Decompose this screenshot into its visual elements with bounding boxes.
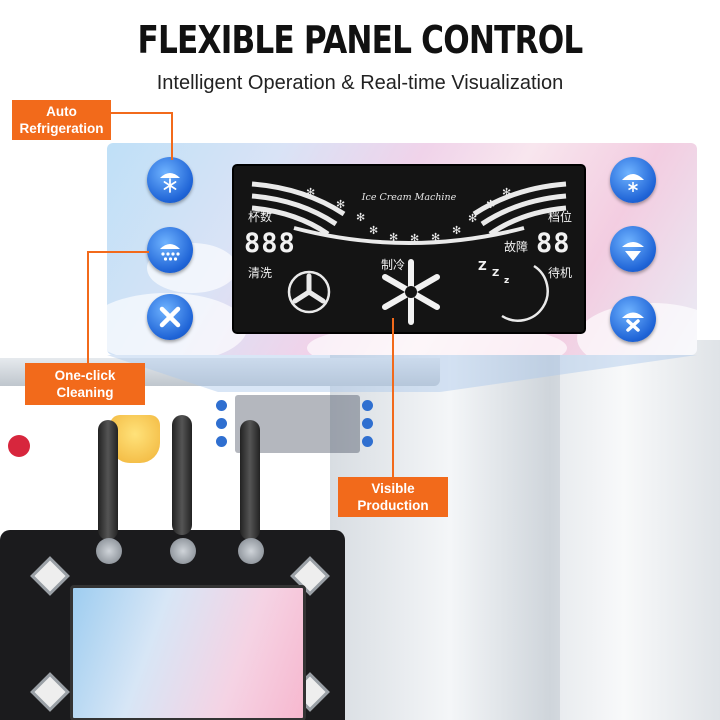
moon-icon [501,264,549,322]
svg-text:✻: ✻ [356,211,365,224]
leader-line [87,251,89,363]
page-subtitle: Intelligent Operation & Real-time Visual… [156,72,564,94]
svg-text:✻: ✻ [486,198,495,211]
wall-panel [560,340,720,720]
frost-flake-icon [622,242,644,261]
svg-text:✻: ✻ [389,231,398,244]
cups-readout: 888 [244,228,296,259]
cooling-label: 制冷 [381,258,406,272]
frost-icon [160,244,180,261]
leader-line [111,112,172,114]
cloud-cross-icon [622,312,644,332]
mini-button [216,400,227,411]
right-top-button[interactable] [610,157,656,203]
dispenser-nozzle [238,538,264,564]
callout-one-click-cleaning: One-click Cleaning [25,363,145,405]
strawberry-decoration [8,435,30,457]
cups-label: 杯数 [248,210,273,224]
leader-line [171,112,173,160]
dispenser-handle-middle[interactable] [172,415,192,535]
mini-button [362,400,373,411]
fan-icon [287,270,331,314]
page-title: FLEXIBLE PANEL CONTROL [137,18,584,62]
svg-text:✻: ✻ [410,232,419,245]
machine-name-label: Ice Cream Machine [361,192,457,203]
sleep-z-small: z [504,276,510,286]
cross-clean-icon [159,306,181,328]
svg-text:✻: ✻ [336,198,345,211]
right-bottom-button[interactable] [610,296,656,342]
snowflake-icon [160,173,180,193]
one-click-cleaning-button[interactable] [147,294,193,340]
mini-button [216,436,227,447]
right-middle-button[interactable] [610,226,656,272]
machine-scene [0,340,720,720]
snow-cloud-icon [622,174,644,192]
svg-text:✻: ✻ [502,186,511,199]
gear-label: 档位 [548,210,573,224]
svg-text:✻: ✻ [369,224,378,237]
mini-button [216,418,227,429]
sleep-z-medium: Z [492,268,500,279]
frost-button[interactable] [147,227,193,273]
svg-text:✻: ✻ [468,212,477,225]
svg-text:✻: ✻ [306,186,315,199]
callout-visible-production: Visible Production [338,477,448,517]
display-arc-graphics: ✻ ✻ ✻ ✻ ✻ ✻ ✻ ✻ ✻ ✻ ✻ [251,181,567,325]
leader-line [87,251,149,253]
clean-label: 清洗 [248,266,273,280]
leader-line [392,318,394,477]
production-window [70,585,306,720]
svg-text:✻: ✻ [431,231,440,244]
lcd-display: ✻ ✻ ✻ ✻ ✻ ✻ ✻ ✻ ✻ ✻ ✻ [234,166,584,332]
mini-button [362,418,373,429]
callout-auto-refrigeration: Auto Refrigeration [12,100,111,140]
standby-label: 待机 [548,266,573,280]
mini-button [362,436,373,447]
dispenser-handle-right[interactable] [240,420,260,540]
auto-refrigeration-button[interactable] [147,157,193,203]
svg-text:✻: ✻ [452,224,461,237]
fault-label: 故障 [504,240,529,254]
dispenser-nozzle [170,538,196,564]
dispenser-nozzle [96,538,122,564]
dessert-cup-decoration [110,415,160,463]
dispenser-handle-left[interactable] [98,420,118,540]
gear-readout: 88 [536,228,571,259]
sleep-z-large: Z [478,259,487,273]
